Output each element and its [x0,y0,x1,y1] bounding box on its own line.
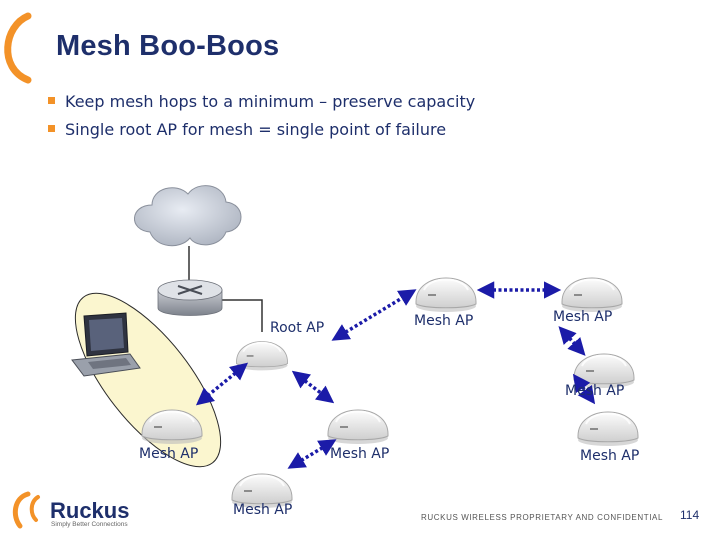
bullet-item: Single root AP for mesh = single point o… [48,118,475,146]
label-mesh-ap-top-middle: Mesh AP [414,313,474,329]
bullet-text: Single root AP for mesh = single point o… [65,120,447,139]
label-mesh-ap-bottom-right: Mesh AP [580,448,640,464]
wired-links [188,246,263,332]
bullet-item: Keep mesh hops to a minimum – preserve c… [48,90,475,118]
brand-tagline: Simply Better Connections [51,521,128,528]
access-point-icon-top-middle [415,277,477,313]
label-mesh-ap-bottom-left: Mesh AP [139,446,199,462]
mesh-links [195,281,596,469]
label-mesh-ap-top-right: Mesh AP [553,309,613,325]
access-point-icon-bottom-center [327,409,389,445]
slide-title: Mesh Boo-Boos [56,30,280,62]
mesh-link-root-to-top-middle [331,289,417,341]
label-mesh-ap-right-middle: Mesh AP [565,383,625,399]
label-root-ap: Root AP [270,320,325,336]
access-point-icon-root [235,340,289,372]
router-icon [157,279,223,316]
mesh-link-root-to-bottom-left [195,362,249,406]
mesh-link-right-middle-to-right-bottom [572,373,596,405]
brand-name: Ruckus [50,498,130,523]
mesh-link-root-to-bottom-center [291,370,335,404]
bullet-marker-icon [48,97,55,104]
page-number: 114 [680,508,700,522]
label-mesh-ap-bottom-center: Mesh AP [330,446,390,462]
access-point-icon-right-bottom [577,411,639,447]
mesh-link-bottom-center-to-bottom [287,439,337,469]
label-mesh-ap-bottom: Mesh AP [233,502,293,518]
bullet-marker-icon [48,125,55,132]
bullet-text: Keep mesh hops to a minimum – preserve c… [65,92,476,111]
access-point-icon-top-right [561,277,623,313]
cloud-icon [134,185,242,247]
confidential-footer: RUCKUS WIRELESS PROPRIETARY AND CONFIDEN… [421,513,663,522]
ruckus-logo-icon [12,491,40,529]
laptop-icon [71,312,141,377]
bullet-list: Keep mesh hops to a minimum – preserve c… [48,90,475,146]
title-accent-arc [4,12,32,84]
mesh-link-top-right-to-right-middle [558,326,586,356]
